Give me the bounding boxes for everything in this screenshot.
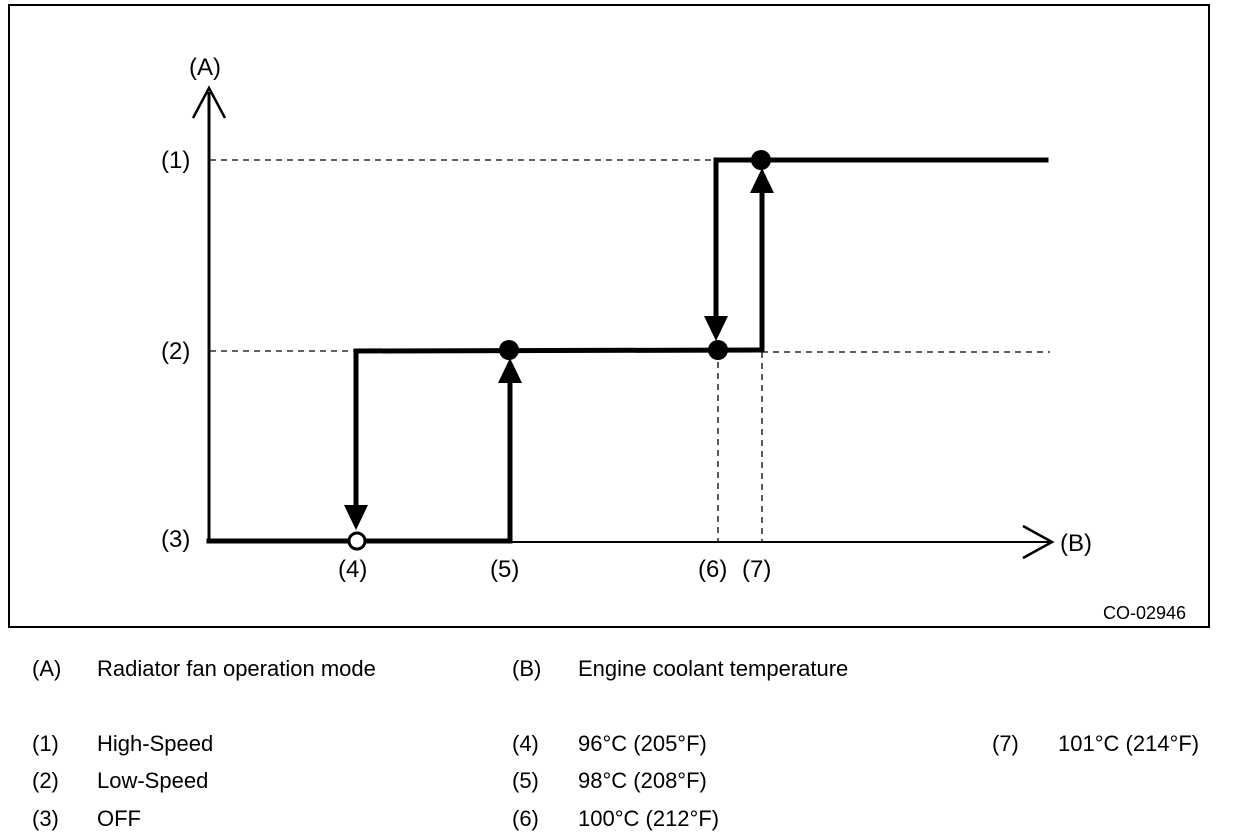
guide-lines xyxy=(210,159,1050,541)
y-axis-label: (A) xyxy=(189,54,221,81)
up-arrow-to-high xyxy=(750,168,774,193)
legend-text-a: Radiator fan operation mode xyxy=(97,656,376,681)
down-arrow-to-off xyxy=(344,505,368,530)
filled-point-5 xyxy=(499,340,519,360)
legend-key-4: (4) xyxy=(512,731,539,756)
diagram-frame xyxy=(8,4,1210,628)
legend-text-7: 101°C (214°F) xyxy=(1058,731,1200,756)
temp-label-6: (6) xyxy=(698,556,727,583)
legend-key-5: (5) xyxy=(512,768,539,793)
legend-text-2: Low-Speed xyxy=(97,768,209,793)
legend-key-6: (6) xyxy=(512,806,539,831)
legend-text-3: OFF xyxy=(97,806,141,831)
legend-text-b: Engine coolant temperature xyxy=(578,656,849,681)
temp-label-5: (5) xyxy=(490,556,519,583)
filled-point-7 xyxy=(751,150,771,170)
filled-point-6 xyxy=(708,340,728,360)
level-label-low: (2) xyxy=(161,338,190,365)
y-axis-arrow xyxy=(191,85,227,119)
level-label-high: (1) xyxy=(161,147,190,174)
legend-text-1: High-Speed xyxy=(97,731,214,756)
x-axis-arrow xyxy=(1022,524,1055,560)
x-axis-label: (B) xyxy=(1060,530,1092,557)
legend-key-a: (A) xyxy=(32,656,62,681)
direction-arrows xyxy=(344,168,774,530)
temp-label-7: (7) xyxy=(742,556,771,583)
up-arrow-to-low xyxy=(498,358,522,383)
fan-control-diagram: (A) (B) (1) (2) (3) (4) (5) (6) (7) CO-0… xyxy=(8,4,1210,628)
legend-key-b: (B) xyxy=(512,656,542,681)
switch-points xyxy=(347,150,771,551)
legend-text-4: 96°C (205°F) xyxy=(578,731,707,756)
legend-text-6: 100°C (212°F) xyxy=(578,806,720,831)
legend-text-5: 98°C (208°F) xyxy=(578,768,707,793)
low-speed-segment xyxy=(353,347,765,354)
open-point-4 xyxy=(347,531,367,551)
temp-label-4: (4) xyxy=(338,556,367,583)
legend-key-1: (1) xyxy=(32,731,59,756)
down-arrow-to-low xyxy=(704,316,728,341)
level-label-off: (3) xyxy=(161,526,190,553)
figure-code: CO-02946 xyxy=(1103,603,1186,623)
legend-key-3: (3) xyxy=(32,806,59,831)
legend-key-7: (7) xyxy=(992,731,1019,756)
legend-key-2: (2) xyxy=(32,768,59,793)
